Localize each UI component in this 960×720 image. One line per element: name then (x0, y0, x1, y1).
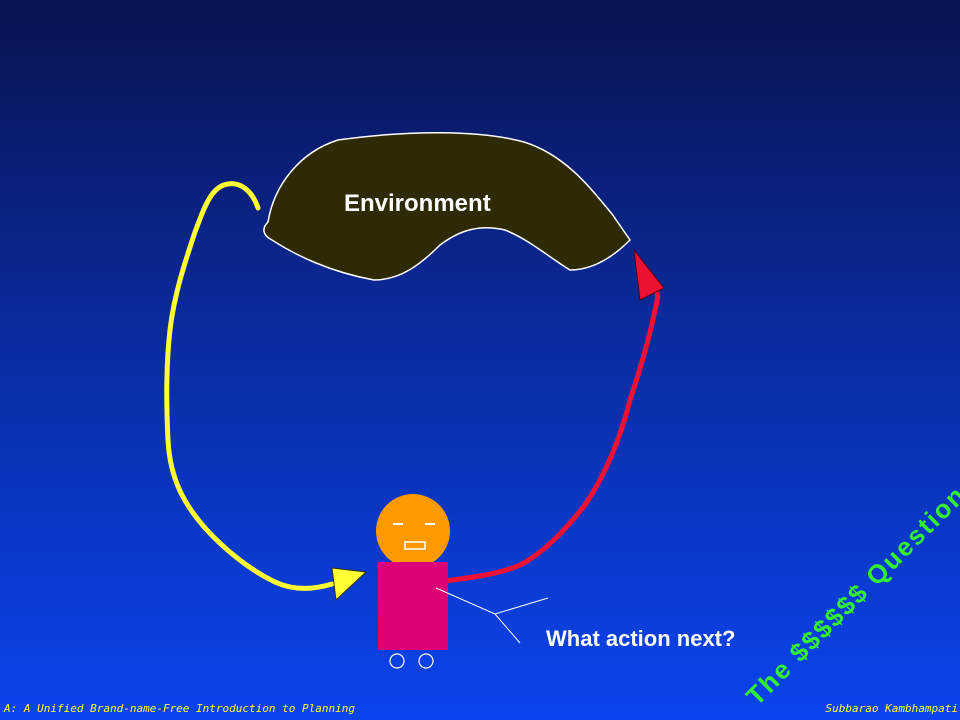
agent-left-wheel (389, 653, 405, 669)
footer-author: Subbarao Kambhampati (825, 702, 958, 715)
agent-figure (376, 494, 549, 669)
speech-pointer-tail (494, 613, 521, 644)
footer-course-title: A: A Unified Brand-name-Free Introductio… (4, 702, 355, 715)
action-arrow-head (633, 248, 665, 301)
environment-blob (263, 132, 631, 281)
action-arrow-line (433, 287, 660, 585)
agent-question-text: What action next? (546, 626, 736, 651)
agent-right-wheel (418, 653, 434, 669)
agent-body (378, 562, 448, 650)
speech-pointer (435, 587, 549, 615)
percept-arrow-head (331, 567, 368, 602)
percept-arrow-line (164, 181, 335, 591)
agent-mouth (404, 541, 426, 550)
environment-label: Environment (344, 190, 491, 217)
agent-head (376, 494, 450, 568)
